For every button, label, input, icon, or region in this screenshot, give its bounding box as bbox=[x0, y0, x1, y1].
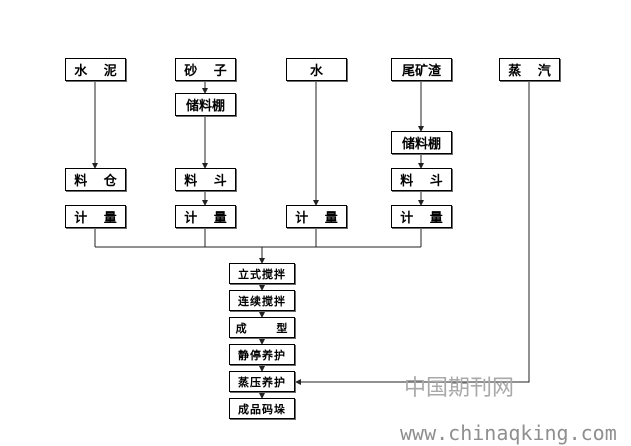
hopper-cement-box: 料 仓 bbox=[65, 168, 126, 191]
input-sand-box: 砂 子 bbox=[175, 58, 236, 81]
metering-cement-box: 计 量 bbox=[65, 205, 126, 228]
metering-sand-box: 计 量 bbox=[175, 205, 236, 228]
hopper-tailings-box: 料 斗 bbox=[391, 168, 452, 191]
watermark-url: www.chinaqking.com bbox=[400, 421, 617, 445]
watermark-site-name: 中国期刊网 bbox=[404, 376, 515, 401]
input-steam-box: 蒸 汽 bbox=[499, 58, 560, 81]
storage-tailings-box: 储料棚 bbox=[391, 131, 452, 154]
metering-water-box: 计 量 bbox=[286, 205, 347, 228]
process-autoclave-curing-box: 蒸压养护 bbox=[229, 371, 295, 392]
process-vertical-mixing-box: 立式搅拌 bbox=[229, 263, 295, 284]
process-stacking-box: 成品码垛 bbox=[229, 398, 295, 419]
process-continuous-mixing-box: 连续搅拌 bbox=[229, 290, 295, 311]
input-cement-box: 水 泥 bbox=[65, 58, 126, 81]
input-tailings-box: 尾矿渣 bbox=[391, 58, 452, 81]
process-forming-box: 成 型 bbox=[229, 317, 295, 338]
process-static-curing-box: 静停养护 bbox=[229, 344, 295, 365]
storage-sand-box: 储料棚 bbox=[175, 93, 236, 116]
metering-tailings-box: 计 量 bbox=[391, 205, 452, 228]
arrow-steam-to-autoclave bbox=[295, 81, 530, 385]
hopper-sand-box: 料 斗 bbox=[175, 168, 236, 191]
input-water-box: 水 bbox=[286, 58, 347, 81]
